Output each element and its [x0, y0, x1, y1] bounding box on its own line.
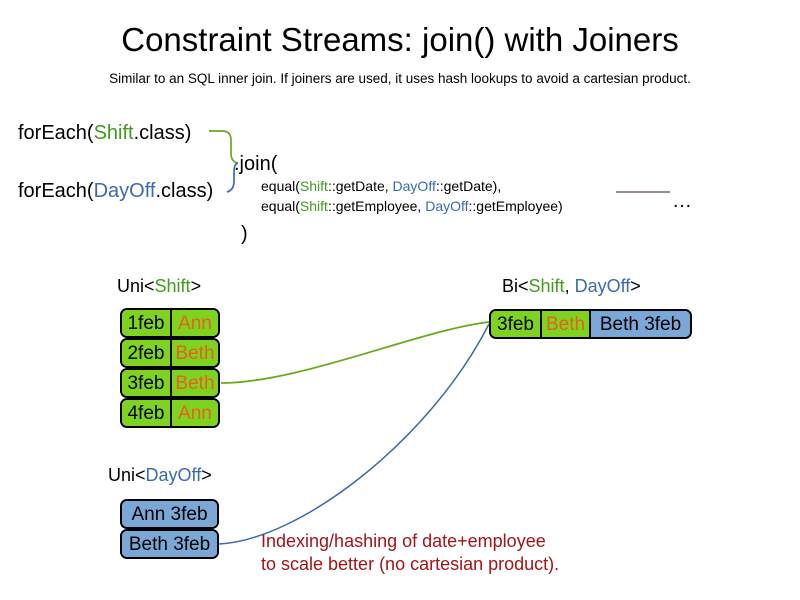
code-join-close: ): [241, 223, 248, 245]
shift-date-cell: 2feb: [122, 340, 170, 366]
code-foreach-dayoff-prefix: forEach(: [18, 180, 94, 202]
label-uni-dayoff: Uni<DayOff>: [108, 464, 212, 486]
shift-employee-cell: Ann: [169, 400, 218, 426]
shift-employee-cell: Ann: [169, 310, 218, 336]
code-joiner-equal-date: equal(Shift::getDate, DayOff::getDate),: [261, 178, 501, 195]
bi-dayoff-cell: Beth 3feb: [589, 311, 690, 337]
code-foreach-shift-type: Shift: [93, 122, 134, 144]
code-joiner-1-right-type: DayOff: [392, 178, 436, 194]
code-joiner-1-prefix: equal(: [261, 178, 300, 194]
label-bi-prefix: Bi<: [502, 276, 529, 296]
code-joiner-equal-employee: equal(Shift::getEmployee, DayOff::getEmp…: [261, 198, 563, 215]
label-uni-shift-type: Shift: [154, 276, 191, 296]
code-joiner-1-right-method: ::getDate),: [435, 178, 502, 194]
code-foreach-shift: forEach(Shift.class): [18, 121, 191, 145]
code-foreach-dayoff-suffix: .class): [155, 180, 214, 202]
annotation-line-1: Indexing/hashing of date+employee: [261, 531, 546, 551]
label-uni-dayoff-suffix: >: [201, 465, 212, 485]
label-bi-type-b: DayOff: [574, 276, 631, 296]
label-bi-sep: ,: [564, 276, 575, 296]
dayoff-value-cell: Beth 3feb: [122, 531, 217, 557]
shift-employee-cell: Beth: [169, 370, 218, 396]
table-row: 2feb Beth: [120, 338, 220, 368]
code-joiner-2-left-type: Shift: [299, 198, 328, 214]
annotation-text: Indexing/hashing of date+employee to sca…: [261, 530, 559, 576]
annotation-line-2: to scale better (no cartesian product).: [261, 554, 560, 574]
label-bi-shift-dayoff: Bi<Shift, DayOff>: [502, 275, 641, 297]
connector-dayoff-row-to-bi: [218, 323, 490, 545]
label-bi-suffix: >: [630, 276, 641, 296]
code-foreach-dayoff-type: DayOff: [93, 180, 156, 202]
table-row: 4feb Ann: [120, 398, 220, 428]
page-subtitle: Similar to an SQL inner join. If joiners…: [109, 71, 691, 86]
code-joiner-2-left-method: ::getEmployee,: [327, 198, 426, 214]
label-uni-shift: Uni<Shift>: [117, 275, 201, 297]
label-uni-dayoff-type: DayOff: [145, 465, 202, 485]
dayoff-value-cell: Ann 3feb: [122, 501, 217, 527]
shift-employee-cell: Beth: [169, 340, 218, 366]
code-foreach-shift-prefix: forEach(: [18, 122, 94, 144]
code-joiner-2-prefix: equal(: [261, 198, 300, 214]
code-foreach-shift-suffix: .class): [133, 122, 192, 144]
table-row: 3feb Beth: [120, 368, 220, 398]
bi-shift-date-cell: 3feb: [491, 311, 540, 337]
page-title: Constraint Streams: join() with Joiners: [121, 21, 679, 58]
code-joiner-1-left-method: ::getDate,: [327, 178, 393, 194]
code-joiner-1-left-type: Shift: [299, 178, 328, 194]
label-bi-type-a: Shift: [528, 276, 565, 296]
label-uni-dayoff-prefix: Uni<: [108, 465, 146, 485]
table-row: 1feb Ann: [120, 308, 220, 338]
shift-date-cell: 1feb: [122, 310, 170, 336]
table-row: Ann 3feb: [120, 499, 219, 529]
label-uni-shift-suffix: >: [190, 276, 202, 296]
code-joiner-2-right-method: ::getEmployee): [468, 198, 563, 214]
table-row: 3feb Beth Beth 3feb: [489, 309, 692, 339]
shift-date-cell: 4feb: [122, 400, 170, 426]
code-foreach-dayoff: forEach(DayOff.class): [18, 179, 213, 203]
code-join-open: .join(: [234, 153, 278, 175]
ellipsis-label: …: [672, 190, 692, 212]
label-uni-shift-prefix: Uni<: [117, 276, 155, 296]
table-row: Beth 3feb: [120, 529, 219, 559]
connector-shift-row-to-bi: [220, 321, 490, 384]
bi-shift-employee-cell: Beth: [540, 311, 590, 337]
shift-date-cell: 3feb: [122, 370, 170, 396]
code-joiner-2-right-type: DayOff: [425, 198, 469, 214]
